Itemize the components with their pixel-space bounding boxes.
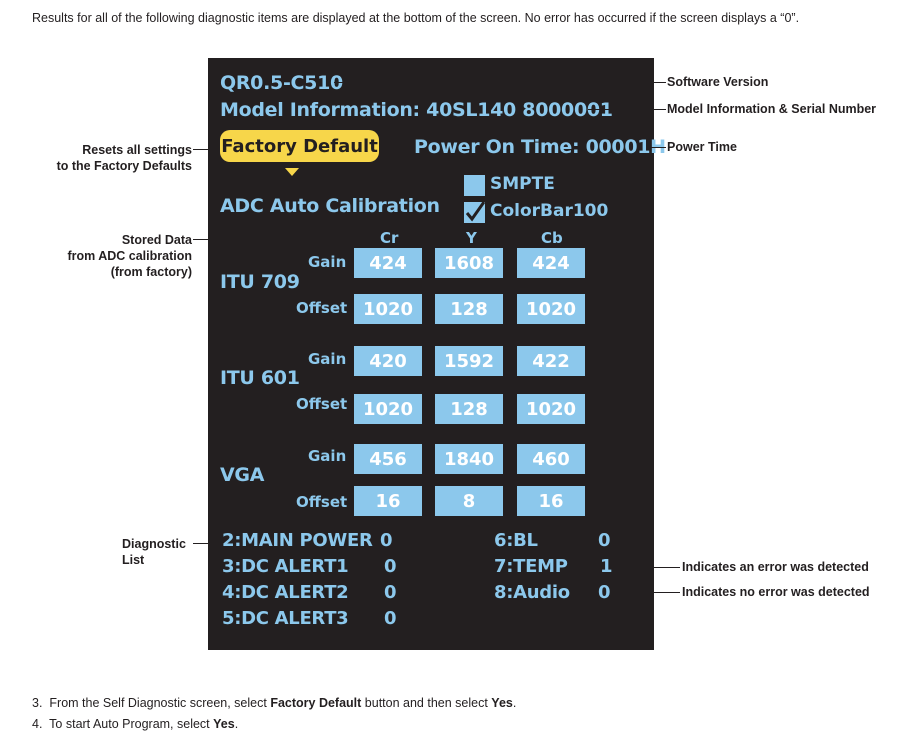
step-3-bold-1: Factory Default (270, 696, 362, 710)
annotation-stored-line2: from ADC calibration (67, 249, 192, 263)
vga-gain-cr: 456 (354, 444, 422, 474)
diag-value-dc-alert2: 0 (384, 582, 397, 603)
diag-label-dc-alert1: 3:DC ALERT1 (222, 556, 349, 577)
gain-label: Gain (308, 253, 347, 271)
step-3-text: From the Self Diagnostic screen, select (49, 696, 271, 710)
step-3-number: 3. (32, 696, 43, 710)
annotation-stored-data: Stored Data from ADC calibration (from f… (20, 232, 192, 280)
callout-line (647, 147, 666, 148)
callout-line (334, 82, 666, 83)
checkmark-icon (465, 202, 485, 222)
annotation-software-version: Software Version (667, 75, 769, 89)
callout-line (193, 149, 219, 150)
diag-value-dc-alert1: 0 (384, 556, 397, 577)
step-4-end: . (234, 717, 239, 731)
smpte-label: SMPTE (490, 174, 555, 194)
itu709-offset-y: 128 (435, 294, 503, 324)
itu709-gain-cr: 424 (354, 248, 422, 278)
callout-line (616, 567, 680, 568)
callout-line (193, 239, 380, 240)
offset-label: Offset (296, 299, 348, 317)
adc-title: ADC Auto Calibration (220, 195, 440, 217)
annotation-resets-line2: to the Factory Defaults (56, 159, 192, 173)
diag-value-bl: 0 (598, 530, 611, 551)
diag-label-dc-alert2: 4:DC ALERT2 (222, 582, 349, 603)
factory-default-button[interactable]: Factory Default (220, 130, 379, 162)
offset-label: Offset (296, 493, 348, 511)
gain-label: Gain (308, 447, 347, 465)
itu601-offset-y: 128 (435, 394, 503, 424)
diag-label-main-power: 2:MAIN POWER (222, 530, 373, 551)
power-on-time: Power On Time: 00001H (414, 136, 666, 158)
diag-value-dc-alert3: 0 (384, 608, 397, 629)
colorbar100-label: ColorBar100 (490, 201, 609, 221)
annotation-diagnostic-line1: Diagnostic (122, 537, 186, 551)
step-3-bold-2: Yes (491, 696, 513, 710)
vga-gain-y: 1840 (435, 444, 503, 474)
group-label-vga: VGA (220, 464, 265, 486)
step-3-text-2: button and then select (361, 696, 492, 710)
step-3-end: . (512, 696, 517, 710)
annotation-power-time: Power Time (667, 140, 737, 154)
caret-down-icon (285, 168, 299, 176)
column-header-y: Y (466, 229, 477, 247)
vga-gain-cb: 460 (517, 444, 585, 474)
callout-line (193, 543, 220, 544)
itu709-gain-y: 1608 (435, 248, 503, 278)
group-label-itu709: ITU 709 (220, 271, 300, 293)
itu601-gain-cr: 420 (354, 346, 422, 376)
intro-text: Results for all of the following diagnos… (32, 11, 800, 25)
annotation-model-serial: Model Information & Serial Number (667, 102, 877, 116)
callout-line (588, 109, 666, 110)
step-4-bold-1: Yes (213, 717, 235, 731)
offset-label: Offset (296, 395, 348, 413)
annotation-resets-line1: Resets all settings (82, 143, 192, 157)
column-header-cb: Cb (541, 229, 563, 247)
step-4-number: 4. (32, 717, 43, 731)
gain-label: Gain (308, 350, 347, 368)
diag-value-temp: 1 (600, 556, 613, 577)
itu601-offset-cr: 1020 (354, 394, 422, 424)
annotation-diagnostic-line2: List (122, 553, 145, 567)
annotation-stored-line3: (from factory) (110, 265, 192, 279)
annotation-stored-line1: Stored Data (121, 233, 192, 247)
itu601-gain-y: 1592 (435, 346, 503, 376)
vga-offset-cr: 16 (354, 486, 422, 516)
itu709-gain-cb: 424 (517, 248, 585, 278)
diag-label-bl: 6:BL (494, 530, 538, 551)
step-3: 3. From the Self Diagnostic screen, sele… (32, 696, 516, 710)
annotation-diagnostic-list: Diagnostic List (122, 536, 186, 568)
diag-value-audio: 0 (598, 582, 611, 603)
callout-line (616, 592, 680, 593)
diag-label-audio: 8:Audio (494, 582, 570, 603)
vga-offset-y: 8 (435, 486, 503, 516)
itu601-offset-cb: 1020 (517, 394, 585, 424)
diag-label-dc-alert3: 5:DC ALERT3 (222, 608, 349, 629)
model-information: Model Information: 40SL140 8000001 (220, 99, 613, 121)
software-version: QR0.5-C510 (220, 72, 343, 94)
group-label-itu601: ITU 601 (220, 367, 300, 389)
vga-offset-cb: 16 (517, 486, 585, 516)
self-diagnostic-screen: QR0.5-C510 Model Information: 40SL140 80… (208, 58, 666, 650)
step-4-text: To start Auto Program, select (49, 717, 214, 731)
diag-value-main-power: 0 (380, 530, 393, 551)
annotation-no-error-detected: Indicates no error was detected (682, 585, 870, 599)
column-header-cr: Cr (380, 229, 399, 247)
itu601-gain-cb: 422 (517, 346, 585, 376)
diag-label-temp: 7:TEMP (494, 556, 568, 577)
itu709-offset-cb: 1020 (517, 294, 585, 324)
itu709-offset-cr: 1020 (354, 294, 422, 324)
step-4: 4. To start Auto Program, select Yes. (32, 717, 238, 731)
annotation-resets: Resets all settings to the Factory Defau… (20, 142, 192, 174)
annotation-error-detected: Indicates an error was detected (682, 560, 869, 574)
colorbar100-checkbox[interactable] (464, 202, 485, 223)
smpte-checkbox[interactable] (464, 175, 485, 196)
